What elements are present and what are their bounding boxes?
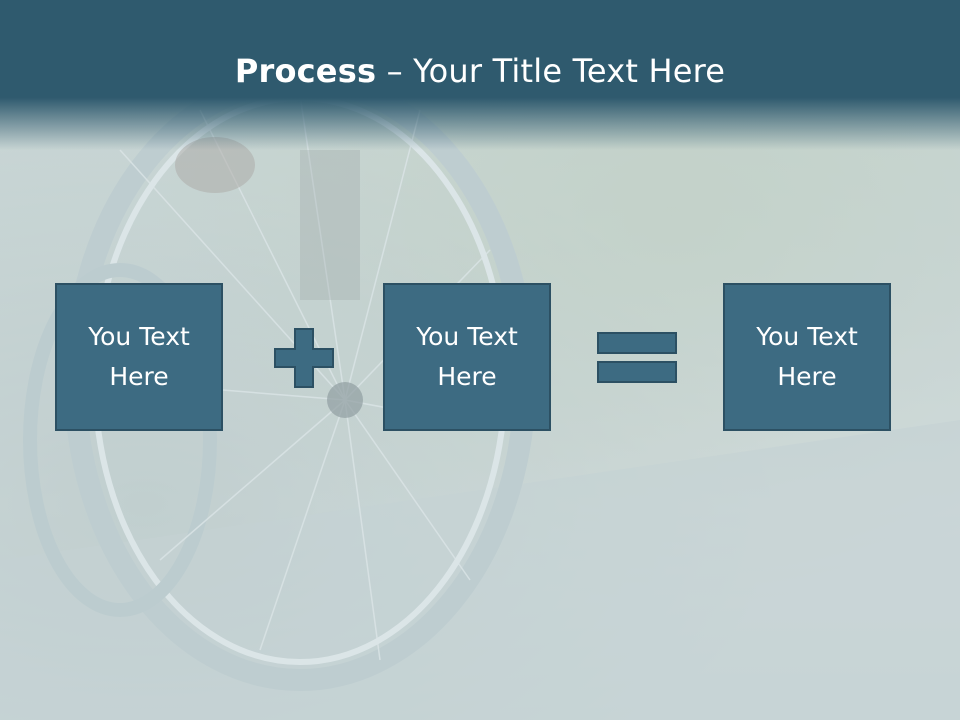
process-box-2-text: You Text Here (416, 322, 518, 391)
title-bold: Process (234, 52, 377, 90)
plus-icon (274, 328, 334, 388)
process-box-3[interactable]: You Text Here (723, 283, 891, 431)
process-box-3-text: You Text Here (756, 322, 858, 391)
process-box-1-text: You Text Here (88, 322, 190, 391)
title-bar (0, 0, 960, 150)
process-box-2[interactable]: You Text Here (383, 283, 551, 431)
equals-icon (597, 332, 677, 383)
slide-title: Process – Your Title Text Here (0, 52, 960, 90)
process-box-1[interactable]: You Text Here (55, 283, 223, 431)
title-rest: – Your Title Text Here (376, 52, 726, 90)
